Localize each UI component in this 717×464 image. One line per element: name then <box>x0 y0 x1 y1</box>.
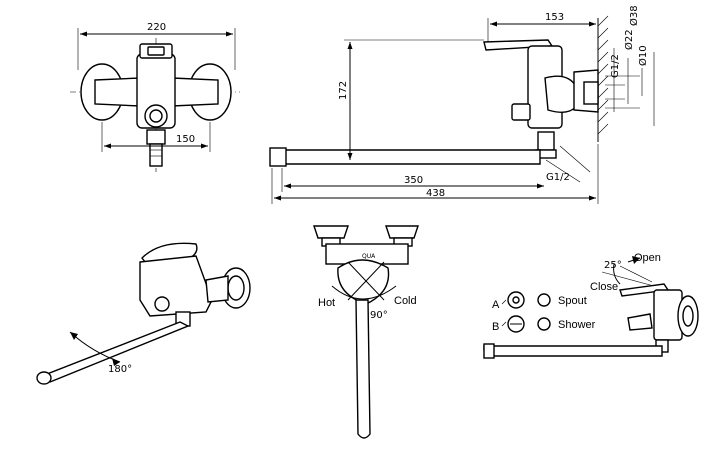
dim-front-width: 220 <box>147 22 166 33</box>
thread-bottom: G1/2 <box>546 172 570 183</box>
spout-symbol-icon <box>537 293 551 307</box>
cold-label: Cold <box>394 295 417 307</box>
open-label: Open <box>634 252 661 264</box>
dim-height: 172 <box>338 81 349 100</box>
front-view: 220 150 <box>70 22 240 172</box>
dim-total: 438 <box>426 188 445 199</box>
thread-wall: G1/2 <box>610 54 621 78</box>
spout-label: Spout <box>558 295 587 307</box>
lever-angle: 25° <box>604 260 622 271</box>
side-view: 153 172 350 <box>269 5 655 204</box>
mark-b: B <box>492 321 499 333</box>
hot-label: Hot <box>318 297 335 309</box>
shower-symbol-icon <box>537 317 551 331</box>
dia-38: Ø38 <box>628 5 640 26</box>
rotation-angle: 180° <box>108 364 132 375</box>
lever-view: 25° Open Close A Spout B Shower <box>483 252 699 359</box>
close-label: Close <box>590 281 618 293</box>
dim-top-length: 153 <box>545 12 564 23</box>
dim-reach: 350 <box>404 175 423 186</box>
handle-angle: 90° <box>370 310 388 321</box>
svg-text:QUA: QUA <box>362 253 376 260</box>
dia-10: Ø10 <box>637 45 649 66</box>
lever-spout <box>483 345 663 357</box>
down-spout <box>355 299 371 439</box>
mark-a: A <box>492 299 500 311</box>
handle-view: QUA Hot Cold 90° <box>313 225 419 439</box>
dim-centers: 150 <box>176 134 195 145</box>
spout <box>271 149 541 165</box>
dia-22: Ø22 <box>623 29 635 50</box>
iso-view: 180° <box>36 242 251 385</box>
shower-label: Shower <box>558 319 596 331</box>
